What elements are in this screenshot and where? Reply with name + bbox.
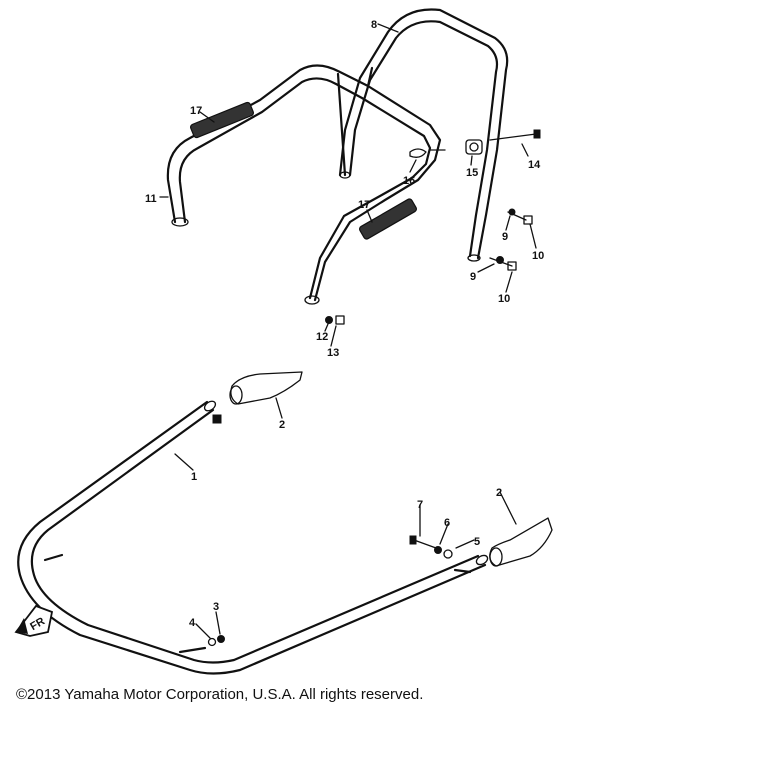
callout-12: 12 <box>316 331 328 343</box>
callout-10-lower: 10 <box>498 293 510 305</box>
callout-8: 8 <box>371 19 377 31</box>
callout-15: 15 <box>466 167 478 179</box>
clamp-part <box>409 139 483 158</box>
callout-6: 6 <box>444 517 450 529</box>
callout-4: 4 <box>189 617 196 629</box>
callout-7: 7 <box>417 499 423 511</box>
handle-frame-part <box>166 64 442 305</box>
callout-2-upper: 2 <box>279 419 285 431</box>
grip-part-upper <box>190 101 254 139</box>
callout-14: 14 <box>528 159 541 171</box>
end-cap-part-upper <box>229 371 303 405</box>
callout-1: 1 <box>191 471 197 483</box>
bolt-washer-nut-5-6-7 <box>409 535 453 559</box>
callout-5: 5 <box>474 536 480 548</box>
callout-16: 16 <box>403 175 415 187</box>
bolt-part-14 <box>489 129 541 141</box>
callout-3: 3 <box>213 601 219 613</box>
leader-lines <box>159 23 537 639</box>
callout-2-lower: 2 <box>496 487 502 499</box>
callout-11: 11 <box>145 193 157 205</box>
callout-9-upper: 9 <box>502 231 508 243</box>
washer-nut-3-4 <box>207 635 225 647</box>
bolts-nuts-right <box>489 208 533 271</box>
grip-part-lower <box>359 198 417 240</box>
end-cap-part-lower <box>489 517 553 567</box>
front-direction-arrow-icon: FR <box>14 604 54 637</box>
callout-17-lower: 17 <box>358 199 370 211</box>
callout-17-upper: 17 <box>190 105 202 117</box>
bumper-frame-part <box>17 400 489 675</box>
bolt-nut-12-13 <box>325 315 345 325</box>
callout-10-upper: 10 <box>532 250 544 262</box>
copyright-notice: ©2013 Yamaha Motor Corporation, U.S.A. A… <box>16 686 424 703</box>
callout-9-lower: 9 <box>470 271 476 283</box>
callout-13: 13 <box>327 347 339 359</box>
callout-labels: 8 17 11 17 16 15 14 9 10 9 10 12 13 2 1 … <box>145 19 544 629</box>
